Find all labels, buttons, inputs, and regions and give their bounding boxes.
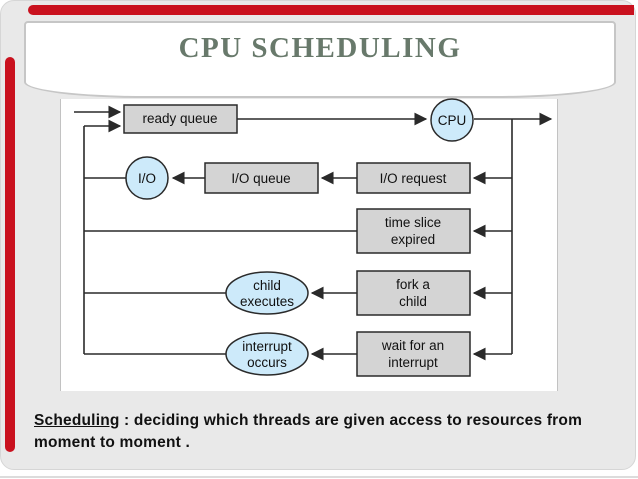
fork-a-child-label-line2: child (399, 294, 427, 309)
title-panel: CPU SCHEDULING (24, 21, 616, 98)
io-request-box (356, 162, 471, 194)
caption-term: Scheduling (34, 411, 120, 429)
io-label: I/O (138, 171, 156, 186)
time-slice-expired-label-line1: time slice (385, 215, 441, 230)
cpu-circle (430, 98, 474, 142)
io-circle (125, 156, 169, 200)
diagram-nodes: ready queue CPU I/O I/O queue I/O reques… (123, 98, 474, 377)
diagram-arrows (74, 105, 553, 361)
io-queue-label: I/O queue (231, 171, 290, 186)
red-accent-bar-left (5, 57, 15, 452)
slide-caption: Scheduling : deciding which threads are … (34, 410, 606, 454)
diagram-panel (60, 99, 558, 391)
child-executes-label-line2: executes (240, 294, 294, 309)
child-executes-ellipse (225, 271, 309, 315)
wait-for-interrupt-box (356, 331, 471, 377)
wait-for-interrupt-label-line1: wait for an (381, 338, 444, 353)
time-slice-expired-box (356, 208, 471, 254)
red-accent-bar-top (28, 5, 634, 15)
caption-line2: moment to moment . (34, 433, 191, 451)
time-slice-expired-label-line2: expired (391, 232, 435, 247)
page-title: CPU SCHEDULING (178, 32, 462, 64)
caption-line1: deciding which threads are given access … (133, 411, 583, 429)
io-request-label: I/O request (380, 171, 447, 186)
next-slide-edge (0, 476, 638, 478)
interrupt-occurs-ellipse (225, 332, 309, 376)
interrupt-occurs-label-line1: interrupt (242, 339, 292, 354)
fork-a-child-label-line1: fork a (396, 277, 430, 292)
io-queue-box (204, 162, 319, 194)
child-executes-label-line1: child (253, 278, 281, 293)
interrupt-occurs-label-line2: occurs (247, 355, 287, 370)
wait-for-interrupt-label-line2: interrupt (388, 355, 438, 370)
ready-queue-label: ready queue (142, 111, 217, 126)
caption-separator: : (119, 411, 134, 429)
cpu-label: CPU (438, 113, 467, 128)
fork-a-child-box (356, 270, 471, 316)
ready-queue-box (123, 104, 238, 134)
